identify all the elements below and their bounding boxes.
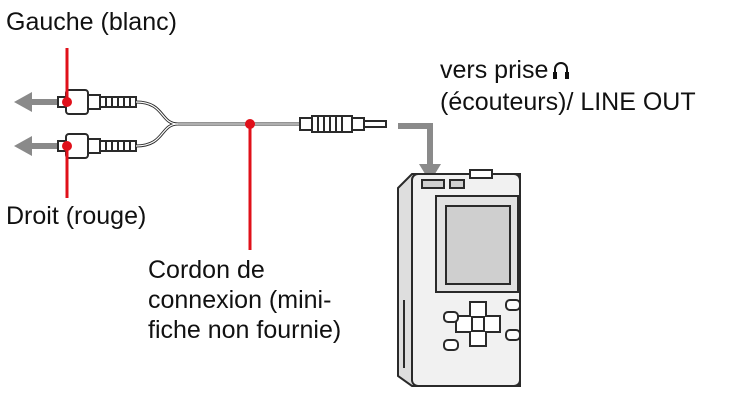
label-jack-line2: (écouteurs)/ LINE OUT <box>440 88 696 116</box>
headphones-icon <box>552 57 570 87</box>
arrow-left-icon <box>14 92 58 112</box>
label-cable: Cordon de connexion (mini- fiche non fou… <box>148 255 341 345</box>
label-cable-line1: Cordon de <box>148 256 265 284</box>
label-left-white: Gauche (blanc) <box>6 8 177 36</box>
label-jack: vers prise (écouteurs)/ LINE OUT <box>440 55 696 117</box>
callout-left-top <box>62 48 72 107</box>
label-cable-line3: fiche non fournie) <box>148 316 342 344</box>
callout-cable <box>245 119 255 250</box>
label-jack-line1: vers prise <box>440 55 696 87</box>
label-cable-line2: connexion (mini- <box>148 286 332 314</box>
split-cable-inner <box>135 101 300 147</box>
label-right-red: Droit (rouge) <box>6 202 147 230</box>
arrow-left-icon <box>14 136 58 156</box>
label-jack-text: vers prise <box>440 56 549 84</box>
audio-player-device <box>397 169 521 387</box>
callout-left-bottom <box>62 141 72 198</box>
mini-plug <box>299 115 387 133</box>
